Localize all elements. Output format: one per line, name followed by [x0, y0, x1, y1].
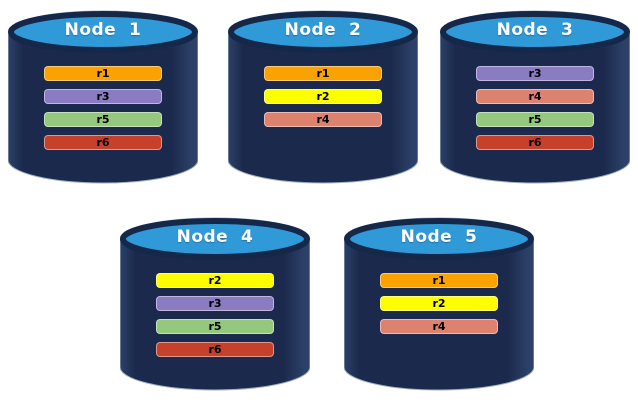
node-title: Node 1	[64, 20, 142, 40]
replica-bar-r2: r2	[380, 296, 498, 311]
cylinder-top-ellipse	[120, 218, 310, 260]
replica-bar-r3: r3	[44, 89, 162, 104]
replica-bar-r5: r5	[156, 319, 274, 334]
node-title: Node 3	[496, 20, 574, 40]
replica-bar-r6: r6	[476, 135, 594, 150]
cylinder-top-ellipse	[440, 11, 630, 53]
replica-bar-r4: r4	[264, 112, 382, 127]
node-title: Node 4	[176, 227, 254, 247]
replica-bar-r3: r3	[476, 66, 594, 81]
replica-bar-r2: r2	[264, 89, 382, 104]
database-node-1: Node 1 r1 r3 r5 r6	[8, 8, 198, 192]
replica-list: r1 r2 r4	[380, 273, 498, 342]
database-node-4: Node 4 r2 r3 r5 r6	[120, 215, 310, 399]
node-title: Node 2	[284, 20, 362, 40]
replica-bar-r3: r3	[156, 296, 274, 311]
replica-bar-r4: r4	[380, 319, 498, 334]
node-title: Node 5	[400, 227, 478, 247]
replica-bar-r6: r6	[44, 135, 162, 150]
database-node-5: Node 5 r1 r2 r4	[344, 215, 534, 399]
replica-list: r1 r2 r4	[264, 66, 382, 135]
replica-bar-r1: r1	[380, 273, 498, 288]
cylinder-top-ellipse	[344, 218, 534, 260]
database-node-3: Node 3 r3 r4 r5 r6	[440, 8, 630, 192]
database-node-2: Node 2 r1 r2 r4	[228, 8, 418, 192]
replica-bar-r1: r1	[44, 66, 162, 81]
replica-list: r1 r3 r5 r6	[44, 66, 162, 158]
replica-list: r2 r3 r5 r6	[156, 273, 274, 365]
replica-bar-r2: r2	[156, 273, 274, 288]
replica-bar-r4: r4	[476, 89, 594, 104]
replica-bar-r5: r5	[44, 112, 162, 127]
cylinder-top-ellipse	[228, 11, 418, 53]
cylinder-top-ellipse	[8, 11, 198, 53]
replica-bar-r6: r6	[156, 342, 274, 357]
replica-bar-r1: r1	[264, 66, 382, 81]
replica-list: r3 r4 r5 r6	[476, 66, 594, 158]
replica-bar-r5: r5	[476, 112, 594, 127]
